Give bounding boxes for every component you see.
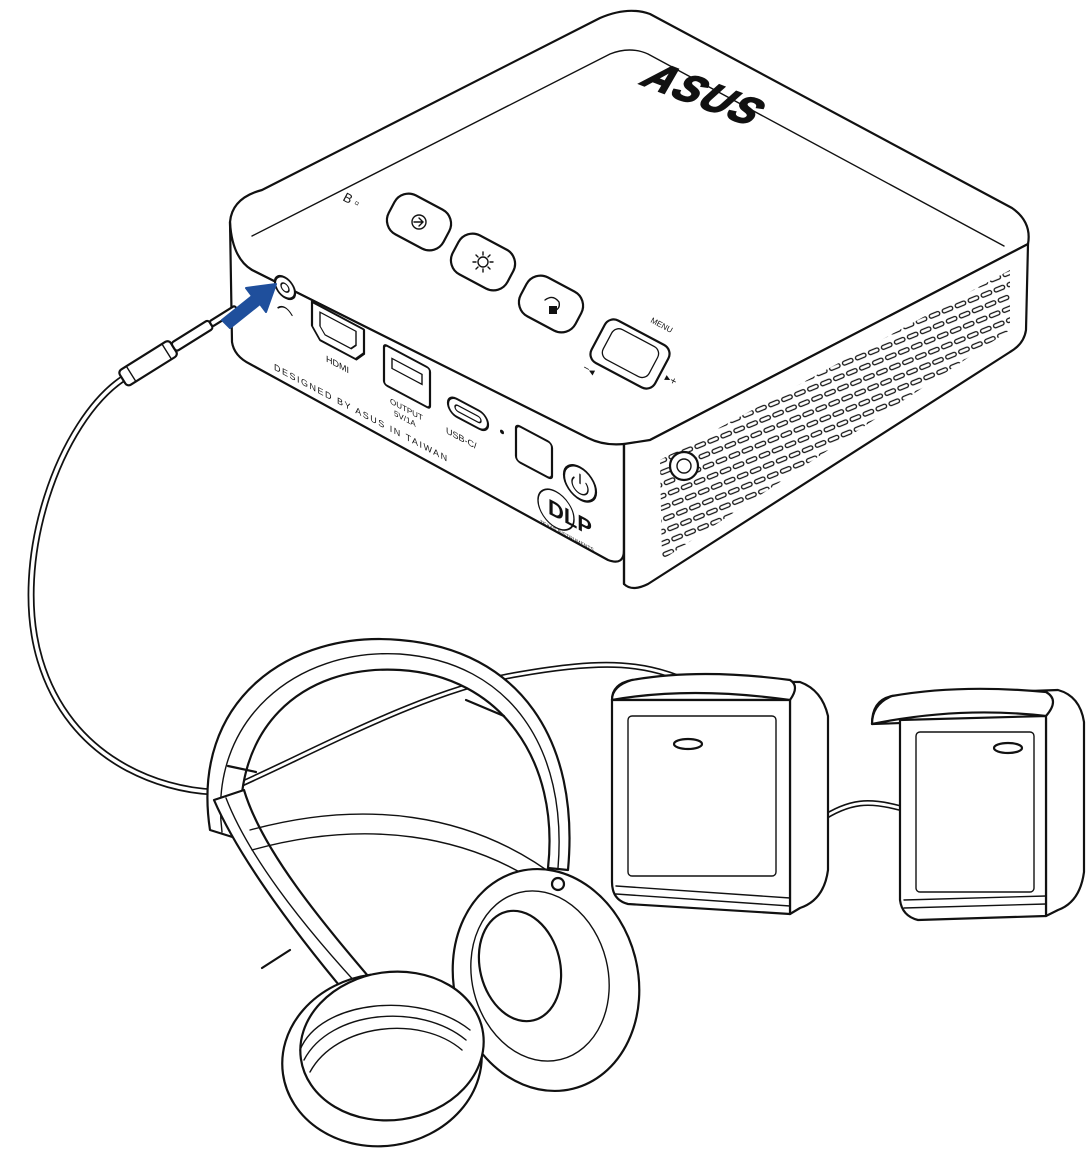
headphones <box>206 637 641 1148</box>
back-button[interactable] <box>513 270 588 338</box>
ir-window <box>514 424 554 480</box>
svg-text:B ▫: B ▫ <box>341 189 363 210</box>
back-icon <box>544 296 561 314</box>
vent-grille <box>660 270 1010 560</box>
ear-cup-left <box>281 970 485 1148</box>
brightness-button[interactable] <box>445 228 520 296</box>
speaker-led <box>672 737 704 751</box>
hdmi-port <box>310 300 366 361</box>
input-source-icon <box>411 214 427 230</box>
speaker-left <box>610 672 830 916</box>
blue-arrow-icon <box>221 283 277 329</box>
top-buttons: B ▫ MENU −◂ ▸+ <box>341 189 679 390</box>
svg-text:▸+: ▸+ <box>663 372 679 388</box>
headband <box>206 637 571 872</box>
speaker-right <box>870 687 1086 922</box>
power-icon <box>571 473 589 496</box>
projector: ASUS B ▫ MENU −◂ ▸+ <box>228 9 1030 590</box>
headphone-jack-icon <box>273 274 297 301</box>
audio-cable <box>27 305 239 796</box>
ear-cup-right <box>451 867 641 1093</box>
speaker-led <box>992 741 1024 755</box>
svg-text:−◂: −◂ <box>581 362 598 378</box>
brightness-icon <box>472 251 494 273</box>
focus-knob <box>668 450 700 482</box>
